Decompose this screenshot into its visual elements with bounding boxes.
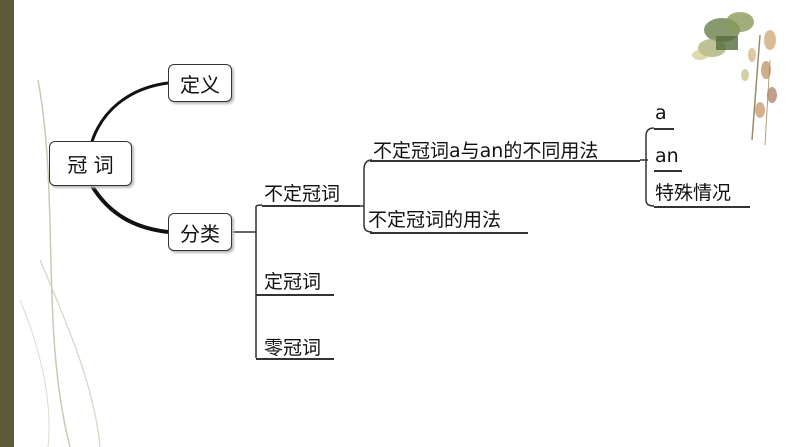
leaf-an-label: an	[655, 145, 679, 167]
classification-label: 分类	[180, 221, 220, 246]
leaf-special-label: 特殊情况	[655, 182, 732, 204]
leaf-special-underline	[654, 206, 750, 208]
zero-article-label: 零冠词	[264, 337, 322, 359]
zero-article-underline	[256, 358, 334, 360]
classification-node: 分类	[168, 213, 232, 251]
indefinite-article-underline	[262, 205, 360, 207]
leaf-a-label: a	[655, 102, 667, 124]
leaf-an-underline	[654, 170, 682, 172]
connector-root-classification	[90, 184, 169, 234]
indefinite-usage-underline	[370, 232, 528, 234]
indefinite-diff-label: 不定冠词a与an的不同用法	[373, 140, 599, 162]
definite-article-underline	[256, 294, 334, 296]
indefinite-article-label: 不定冠词	[264, 183, 341, 205]
connector-indefinite-branches	[363, 159, 373, 233]
indefinite-usage-label: 不定冠词的用法	[368, 209, 502, 231]
connector-root-definition	[88, 81, 169, 149]
connector-aan-branches	[645, 127, 655, 207]
definite-article-label: 定冠词	[264, 271, 322, 293]
leaf-a-underline	[654, 128, 674, 130]
left-decorative-stripe	[0, 0, 14, 447]
definition-label: 定义	[180, 72, 220, 97]
definition-node: 定义	[168, 64, 232, 102]
root-label: 冠 词	[67, 153, 114, 177]
root-node-article: 冠 词	[49, 141, 132, 186]
indefinite-diff-underline	[370, 160, 640, 162]
